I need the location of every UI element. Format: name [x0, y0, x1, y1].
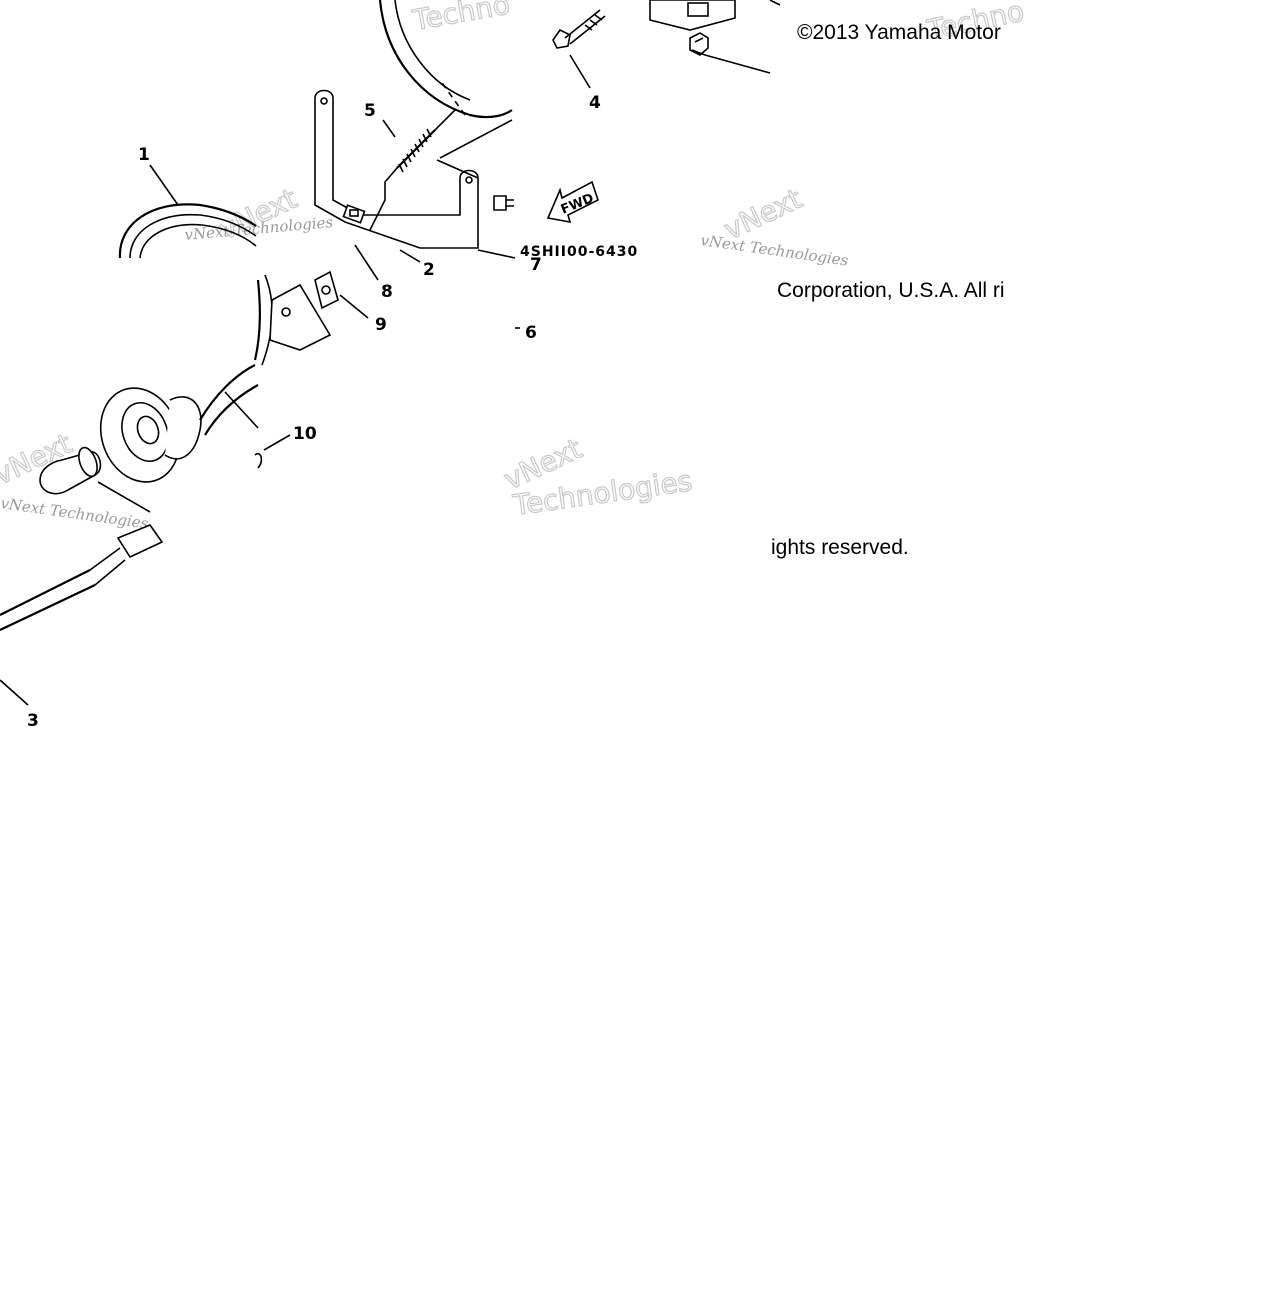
callout-2: 2 — [423, 260, 435, 280]
wire-harness — [0, 524, 164, 706]
leader-line-2 — [399, 249, 421, 263]
leader-line-10 — [263, 434, 291, 451]
bulb-socket-assembly — [39, 270, 339, 513]
callout-1: 1 — [138, 145, 150, 165]
copyright-line-3: ights reserved. — [771, 536, 909, 559]
copyright-line-1: ©2013 Yamaha Motor — [797, 21, 1001, 44]
watermark-small-2: vNext Technologies — [699, 231, 849, 270]
callout-6: 6 — [525, 323, 537, 343]
callout-labels: 1 2 3 4 5 6 7 8 9 10 4SHII00-6430 — [27, 93, 638, 731]
leader-line-3 — [0, 679, 29, 706]
fwd-arrow-icon: FWD — [546, 180, 599, 224]
mounting-screw — [493, 195, 514, 211]
callout-8: 8 — [381, 282, 393, 302]
callout-3: 3 — [27, 711, 39, 731]
bracket — [314, 89, 513, 249]
copyright-line-2: Corporation, U.S.A. All ri — [777, 279, 1005, 302]
adjusting-spring — [369, 109, 456, 231]
callout-7: 7 — [530, 255, 542, 275]
leader-line-1 — [149, 164, 179, 206]
leader-line-4 — [569, 54, 591, 89]
leader-line-9 — [339, 294, 369, 319]
callout-4: 4 — [589, 93, 601, 113]
watermark-small-3: vNext Technologies — [0, 494, 150, 533]
headlight-housing — [118, 0, 513, 259]
leader-line-5 — [382, 119, 396, 138]
leader-line-7 — [477, 249, 516, 259]
part-number-label: 4SHII00-6430 — [520, 244, 638, 260]
adjusting-screw — [552, 9, 606, 89]
top-right-parts — [649, 0, 781, 74]
leader-line-8 — [354, 244, 379, 281]
callout-10: 10 — [293, 424, 317, 444]
watermark-big-1: Techno — [410, 0, 513, 37]
leader-lines — [339, 244, 520, 329]
callout-5: 5 — [364, 101, 376, 121]
callout-9: 9 — [375, 315, 387, 335]
